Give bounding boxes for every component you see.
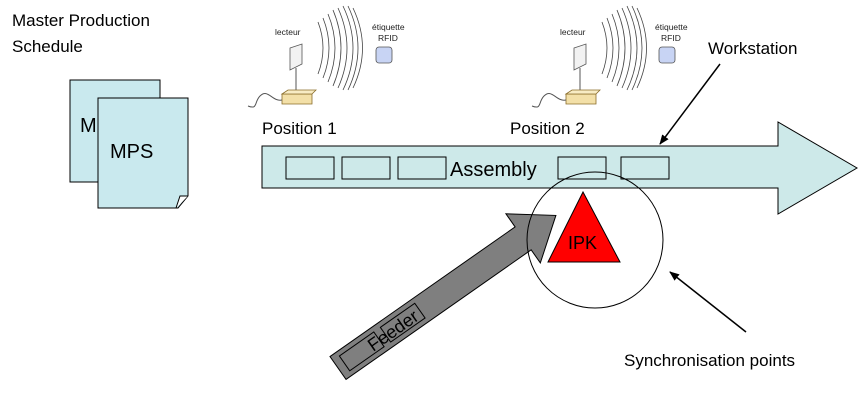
rfid-waves-icon-1 (317, 5, 363, 91)
tag-label-line1-2: étiquette (655, 22, 688, 32)
mps-doc-front-label: MPS (110, 141, 153, 163)
feeder-arrow: Feeder (329, 213, 557, 381)
assembly-slot (285, 156, 335, 180)
mps-title-line2: Schedule (12, 37, 83, 56)
rfid-reader-icon-2 (531, 43, 601, 108)
feeder-slot (338, 331, 385, 372)
assembly-slot (557, 156, 607, 180)
assembly-label: Assembly (450, 159, 537, 181)
workstation-label: Workstation (708, 39, 797, 58)
tag-label-line2-1: RFID (378, 33, 398, 43)
position-1-label: Position 1 (262, 119, 337, 138)
reader-label-2: lecteur (560, 27, 586, 37)
position-2-label: Position 2 (510, 119, 585, 138)
reader-label-1: lecteur (275, 27, 301, 37)
assembly-slot (341, 156, 391, 180)
rfid-station-1: lecteur étiquette RFID (247, 5, 405, 108)
assembly-slot (397, 156, 447, 180)
tag-label-line2-2: RFID (661, 33, 681, 43)
sync-pointer-arrow (669, 271, 747, 333)
ipk-triangle (547, 190, 621, 263)
synchronisation-circle (526, 171, 664, 309)
assembly-slot (620, 156, 670, 180)
tag-label-line1-1: étiquette (372, 22, 405, 32)
rfid-tag-icon-1 (375, 46, 393, 64)
assembly-line-arrow (261, 121, 858, 215)
ipk-label: IPK (568, 233, 597, 253)
feeder-slot (379, 302, 426, 343)
rfid-station-2: lecteur étiquette RFID (531, 5, 688, 108)
workstation-pointer-arrow (659, 63, 721, 145)
rfid-tag-icon-2 (658, 46, 676, 64)
mps-document-front: MPS (97, 97, 189, 209)
assembly-slots (285, 156, 670, 180)
mps-title-line1: Master Production (12, 11, 150, 30)
rfid-reader-icon-1 (247, 43, 317, 108)
sync-label: Synchronisation points (624, 351, 795, 370)
rfid-waves-icon-2 (601, 5, 647, 91)
